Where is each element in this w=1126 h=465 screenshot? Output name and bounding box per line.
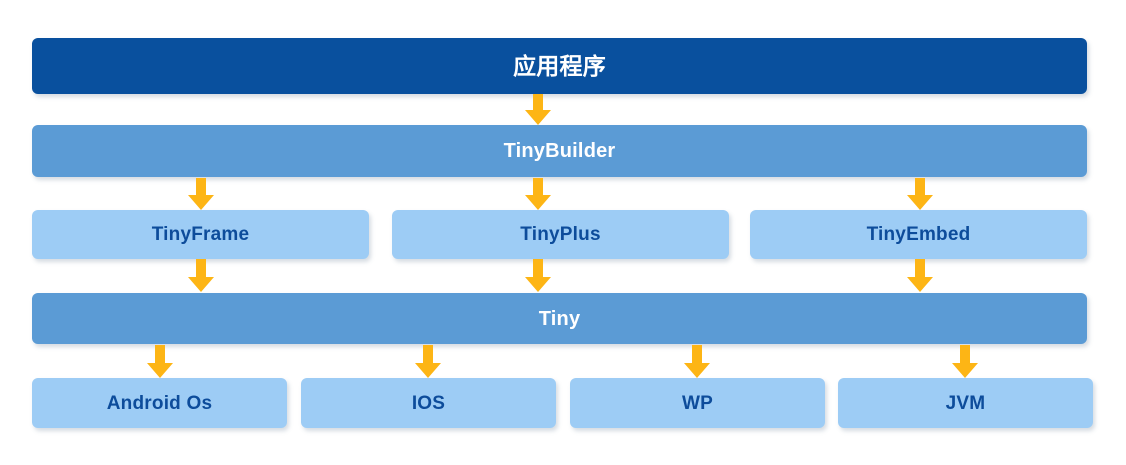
node-tinyplus[interactable]: TinyPlus	[392, 210, 729, 259]
arrow-tinyframe-to-tiny	[184, 259, 218, 292]
node-application-label: 应用程序	[513, 52, 606, 79]
arrow-tiny-to-jvm	[948, 345, 982, 378]
arrow-tiny-to-android	[143, 345, 177, 378]
node-jvm-label: JVM	[945, 392, 986, 414]
node-tinyembed-label: TinyEmbed	[866, 224, 971, 245]
arrow-builder-to-tinyplus	[521, 178, 555, 210]
node-tinybuilder-label: TinyBuilder	[503, 140, 616, 162]
node-jvm[interactable]: JVM	[838, 378, 1093, 428]
node-tinyembed[interactable]: TinyEmbed	[750, 210, 1087, 259]
arrow-app-to-builder	[521, 94, 555, 125]
node-android-os-label: Android Os	[106, 392, 213, 414]
arrow-builder-to-tinyembed	[903, 178, 937, 210]
node-tiny[interactable]: Tiny	[32, 293, 1087, 344]
node-wp[interactable]: WP	[570, 378, 825, 428]
node-ios-label: IOS	[411, 392, 446, 414]
node-android-os[interactable]: Android Os	[32, 378, 287, 428]
node-tinyframe[interactable]: TinyFrame	[32, 210, 369, 259]
node-tinyplus-label: TinyPlus	[520, 224, 601, 245]
arrow-tinyembed-to-tiny	[903, 259, 937, 292]
node-tiny-label: Tiny	[538, 307, 581, 330]
node-tinybuilder[interactable]: TinyBuilder	[32, 125, 1087, 177]
node-wp-label: WP	[681, 392, 713, 414]
node-application[interactable]: 应用程序	[32, 38, 1087, 94]
arrow-tiny-to-ios	[411, 345, 445, 378]
node-ios[interactable]: IOS	[301, 378, 556, 428]
node-tinyframe-label: TinyFrame	[151, 224, 250, 245]
arrow-tinyplus-to-tiny	[521, 259, 555, 292]
arrow-tiny-to-wp	[680, 345, 714, 378]
arrow-builder-to-tinyframe	[184, 178, 218, 210]
